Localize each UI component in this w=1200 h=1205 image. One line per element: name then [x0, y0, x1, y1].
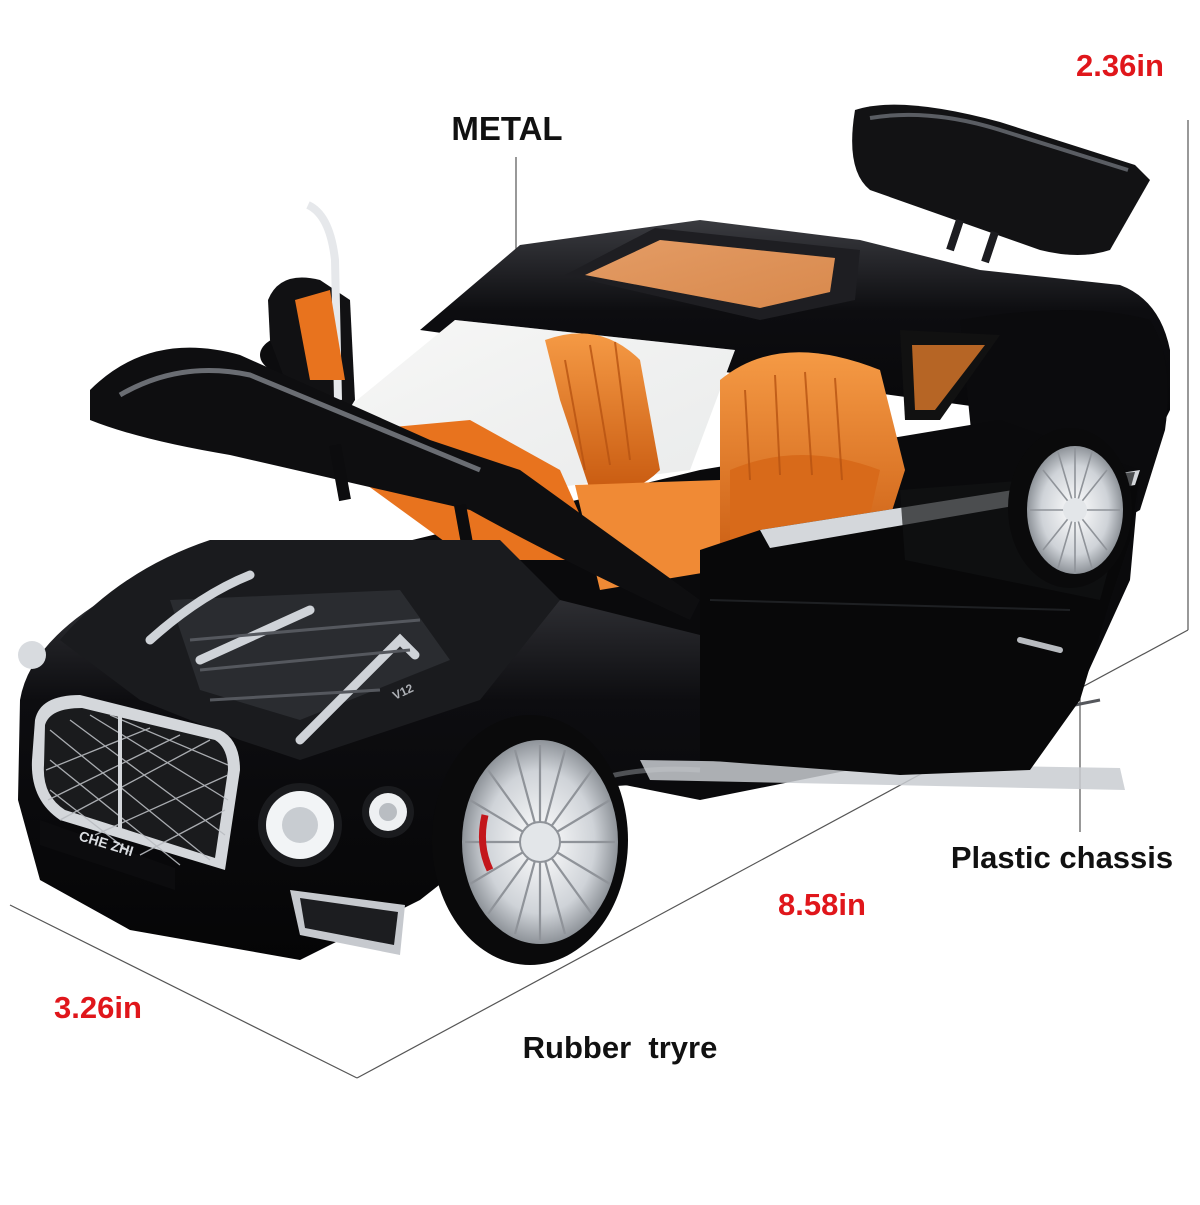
length-dimension: 8.58in: [778, 887, 866, 922]
sunroof: [565, 228, 860, 320]
rubber-tyre-label: Rubber tryre: [523, 1030, 718, 1065]
rear-spoiler: [852, 104, 1150, 264]
open-hood: [90, 347, 700, 620]
plastic-chassis-label: Plastic chassis: [951, 840, 1173, 875]
metal-label: METAL: [451, 110, 562, 147]
rear-quarter-window: [900, 330, 1000, 420]
width-dimension: 3.26in: [54, 990, 142, 1025]
front-wheel: [432, 715, 628, 965]
headlights: [18, 641, 414, 867]
height-dimension: 2.36in: [1076, 48, 1164, 83]
width-line: [9, 904, 358, 1079]
dimension-labels: 2.36in 8.58in 3.26in: [54, 48, 1164, 1025]
engine-bay: V12: [60, 540, 560, 760]
door-handle: [1017, 637, 1063, 653]
front-grille: CHE ZHI: [31, 695, 405, 955]
annotation-labels: METAL Plastic chassis Rubber tryre: [451, 110, 1173, 1065]
rear-wheel: [1008, 428, 1132, 588]
